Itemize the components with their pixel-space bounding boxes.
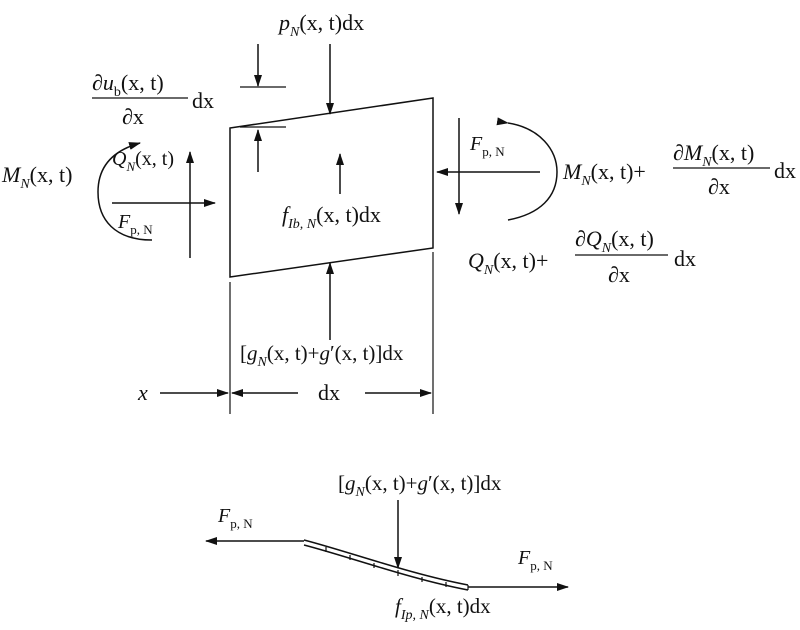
left-moment-label: MN(x, t)	[1, 162, 72, 192]
x-dim-label: x	[137, 380, 148, 405]
right-shear-label: QN(x, t)+ ∂QN(x, t) ∂x dx	[468, 226, 696, 287]
dx-dim-label: dx	[318, 380, 340, 405]
svg-text:QN(x, t)+: QN(x, t)+	[468, 248, 548, 278]
lower-left-axial-label: Fp, N	[217, 505, 253, 531]
p-load-label: pN(x, t)dx	[277, 10, 364, 40]
foundation-label: [gN(x, t)+g′(x, t)]dx	[240, 341, 404, 370]
svg-text:∂MN(x, t): ∂MN(x, t)	[673, 140, 754, 170]
lower-strip	[303, 539, 469, 591]
du-fraction: ∂ub(x, t) ∂x dx	[92, 70, 214, 129]
right-moment-label: MN(x, t)+ ∂MN(x, t) ∂x dx	[562, 140, 796, 199]
svg-text:∂x: ∂x	[608, 262, 630, 287]
lower-right-axial-label: Fp, N	[517, 547, 553, 573]
left-moment-arc	[97, 142, 153, 241]
left-axial-label: Fp, N	[117, 211, 153, 237]
right-axial-label: Fp, N	[469, 133, 505, 159]
svg-text:MN(x, t)+: MN(x, t)+	[562, 159, 646, 189]
svg-text:∂x: ∂x	[122, 104, 144, 129]
right-moment-arc	[496, 117, 558, 221]
left-shear-label: QN(x, t)	[112, 148, 174, 174]
svg-text:∂ub(x, t): ∂ub(x, t)	[92, 70, 164, 100]
svg-text:dx: dx	[774, 158, 796, 183]
svg-text:dx: dx	[192, 88, 214, 113]
beam-element	[229, 97, 434, 278]
lower-foundation-label: [gN(x, t)+g′(x, t)]dx	[338, 471, 502, 500]
svg-text:∂x: ∂x	[708, 174, 730, 199]
inertia-label: fIb, N(x, t)dx	[282, 202, 381, 232]
svg-text:dx: dx	[674, 246, 696, 271]
svg-text:∂QN(x, t): ∂QN(x, t)	[575, 226, 654, 256]
lower-inertia-label: fIp, N(x, t)dx	[395, 594, 491, 623]
